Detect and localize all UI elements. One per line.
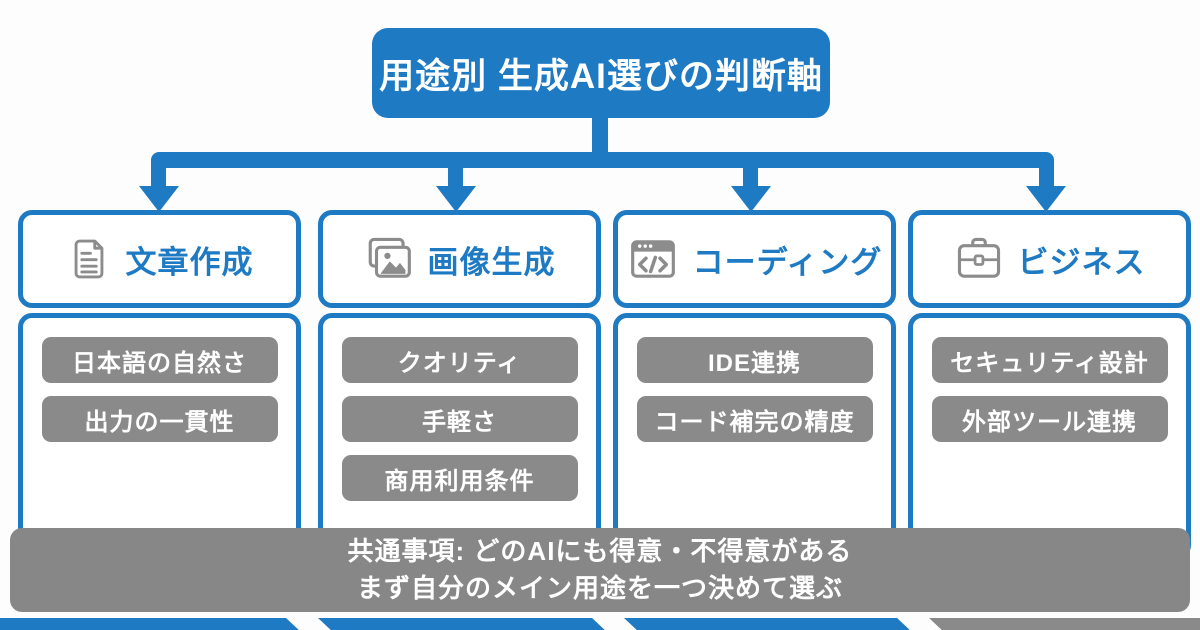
common-note-line1: 共通事項: どのAIにも得意・不得意がある [347,536,853,566]
criteria-pill: クオリティ [341,337,578,383]
common-note-band: 共通事項: どのAIにも得意・不得意がある まず自分のメイン用途を一つ決めて選ぶ [10,528,1190,612]
connector-stem [151,160,166,190]
card-title: 画像生成 [427,244,556,280]
card-body: クオリティ 手軽さ 商用利用条件 [318,313,601,559]
connector-stem-top [592,112,608,160]
document-icon [66,234,112,284]
images-icon [364,234,414,284]
criteria-pill: 外部ツール連携 [931,396,1168,442]
title-box: 用途別 生成AI選びの判断軸 [372,28,830,118]
category-card-coding: コーディング IDE連携 コード補完の精度 [613,210,896,559]
criteria-pill: 日本語の自然さ [41,337,278,383]
card-header: 文章作成 [18,210,301,308]
card-header: ビジネス [908,210,1191,308]
criteria-pill: 手軽さ [341,396,578,442]
card-title: ビジネス [1017,244,1146,280]
arrow-down-icon [436,186,476,212]
card-header: 画像生成 [318,210,601,308]
briefcase-icon [954,234,1004,284]
card-title: 文章作成 [125,244,254,280]
common-note-line2: まず自分のメイン用途を一つ決めて選ぶ [356,573,843,603]
criteria-pill: コード補完の精度 [636,396,873,442]
arrow-down-icon [139,186,179,212]
code-window-icon [627,234,679,284]
card-body: 日本語の自然さ 出力の一貫性 [18,313,301,559]
category-card-image: 画像生成 クオリティ 手軽さ 商用利用条件 [318,210,601,559]
criteria-pill: セキュリティ設計 [931,337,1168,383]
category-card-business: ビジネス セキュリティ設計 外部ツール連携 [908,210,1191,559]
connector-stem [1039,160,1054,190]
process-arrow-segment [0,618,302,630]
card-body: IDE連携 コード補完の精度 [613,313,896,559]
process-arrow-segment [929,618,1200,630]
process-arrow-segment [624,618,913,630]
criteria-pill: 出力の一貫性 [41,396,278,442]
criteria-pill: 商用利用条件 [341,455,578,501]
criteria-pill: IDE連携 [636,337,873,383]
arrow-down-icon [731,186,771,212]
process-arrow-segment [318,618,608,630]
connector-stem [743,160,758,190]
arrow-down-icon [1026,186,1066,212]
connector-horizontal-bar [151,152,1054,168]
card-header: コーディング [613,210,896,308]
card-body: セキュリティ設計 外部ツール連携 [908,313,1191,559]
connector-stem [448,160,463,190]
card-title: コーディング [692,244,883,280]
page-title: 用途別 生成AI選びの判断軸 [379,56,823,96]
category-card-writing: 文章作成 日本語の自然さ 出力の一貫性 [18,210,301,559]
